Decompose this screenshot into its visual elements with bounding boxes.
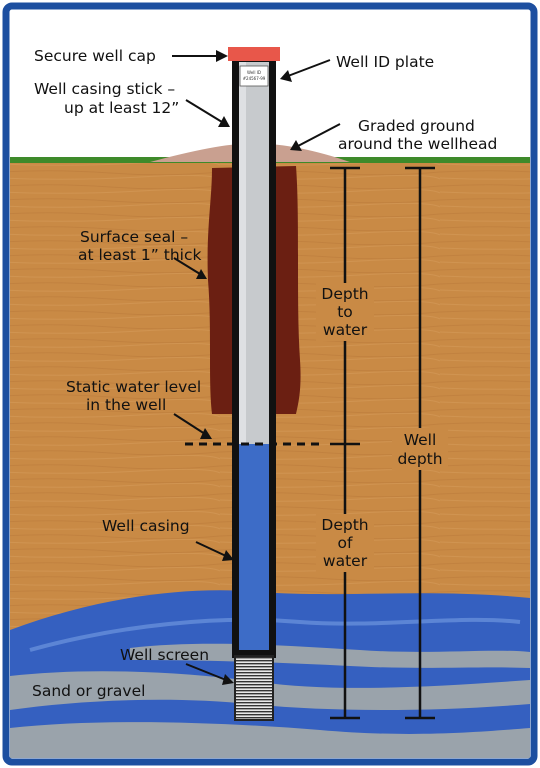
leader-lines — [172, 55, 341, 681]
well-screen — [234, 655, 274, 721]
sand-gravel-band — [10, 722, 530, 758]
arrowhead — [280, 70, 292, 82]
depth-of-water-label: water — [323, 552, 368, 570]
sand-gravel-band — [130, 643, 530, 668]
water-in-casing — [239, 444, 269, 650]
leader-line — [185, 99, 223, 123]
leader-arrowheads — [196, 50, 302, 685]
label-graded-ground: Graded ground — [358, 117, 475, 135]
leader-line — [195, 541, 227, 557]
label-well-casing: Well casing — [102, 517, 190, 535]
label-sand-gravel: Sand or gravel — [32, 682, 145, 700]
leader-line — [287, 59, 331, 77]
depth-of-water-label: Depth — [321, 516, 368, 534]
arrowhead — [290, 140, 302, 151]
label-static-water-level: Static water level — [66, 378, 201, 396]
depth-to-water-label: water — [323, 321, 368, 339]
aquifer-ripple — [29, 617, 521, 652]
label-well-cap: Secure well cap — [34, 47, 156, 65]
arrowhead — [196, 269, 207, 279]
depth-to-water-label: to — [337, 303, 353, 321]
id-plate-rect — [239, 65, 269, 87]
label-bg — [316, 514, 374, 572]
label-well-screen: Well screen — [120, 646, 209, 664]
arrowhead — [216, 50, 228, 62]
leader-line — [173, 413, 206, 435]
leader-line — [297, 123, 341, 147]
arrowhead — [222, 674, 234, 685]
depth-of-water-dimension — [330, 442, 360, 720]
label-stickup: up at least 12” — [64, 99, 179, 117]
label-graded-ground: around the wellhead — [338, 135, 497, 153]
depth-of-water-label: of — [338, 534, 353, 552]
label-well-id-plate: Well ID plate — [336, 53, 434, 71]
label-surface-seal: Surface seal – — [80, 228, 188, 246]
well-depth-label: depth — [397, 450, 442, 468]
well-id-plate: Well ID #24567-99 — [239, 65, 269, 87]
label-stickup: Well casing stick – — [34, 80, 175, 98]
arrowhead — [200, 428, 212, 439]
leader-line — [185, 663, 227, 681]
label-surface-seal: at least 1” thick — [78, 246, 201, 264]
label-bg — [392, 428, 448, 470]
well-casing — [232, 58, 276, 658]
leader-line — [173, 257, 201, 275]
casing-highlight — [239, 62, 246, 444]
label-bg — [316, 283, 374, 341]
arrowhead — [218, 116, 230, 127]
id-plate-line2: #24567-99 — [243, 76, 266, 81]
well-cap — [228, 47, 280, 61]
label-static-water-level: in the well — [86, 396, 166, 414]
id-plate-line1: Well ID — [247, 70, 261, 75]
arrowhead — [222, 550, 234, 561]
depth-to-water-label: Depth — [321, 285, 368, 303]
well-depth-label: Well — [404, 431, 437, 449]
